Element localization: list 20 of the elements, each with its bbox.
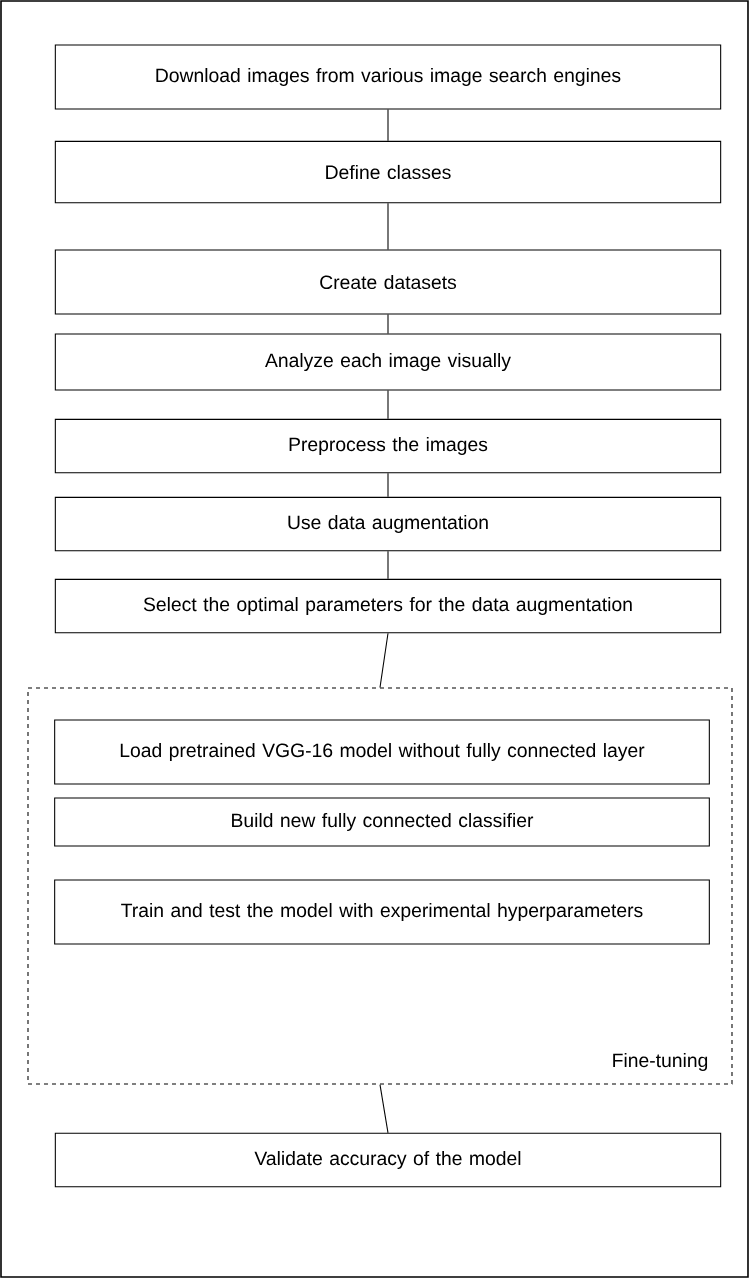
- connector-line: [387, 472, 389, 498]
- process-box: Select the optimal parameters for the data augmentation: [54, 578, 722, 634]
- connector-line: [387, 202, 389, 250]
- connector-line: [387, 109, 389, 142]
- process-box: Build new fully connected classifier: [54, 797, 710, 847]
- process-box: Validate accuracy of the model: [54, 1132, 722, 1188]
- process-box: Load pretrained VGG-16 model without fully connected layer: [54, 719, 710, 785]
- process-box: Analyze each image visually: [54, 333, 722, 391]
- connector-line: [387, 314, 389, 334]
- connector-line: [379, 632, 389, 688]
- connector-line: [387, 390, 389, 420]
- process-box: Preprocess the images: [54, 418, 722, 474]
- process-box: Train and test the model with experimental hyperparameters: [54, 879, 710, 945]
- connector-line: [379, 1084, 389, 1134]
- process-box: Create datasets: [54, 249, 722, 315]
- connector-line: [387, 550, 389, 580]
- group-label: Fine-tuning: [613, 1053, 708, 1071]
- process-box: Use data augmentation: [54, 496, 722, 552]
- process-box: Define classes: [54, 140, 722, 204]
- process-box: Download images from various image search engines: [54, 44, 722, 110]
